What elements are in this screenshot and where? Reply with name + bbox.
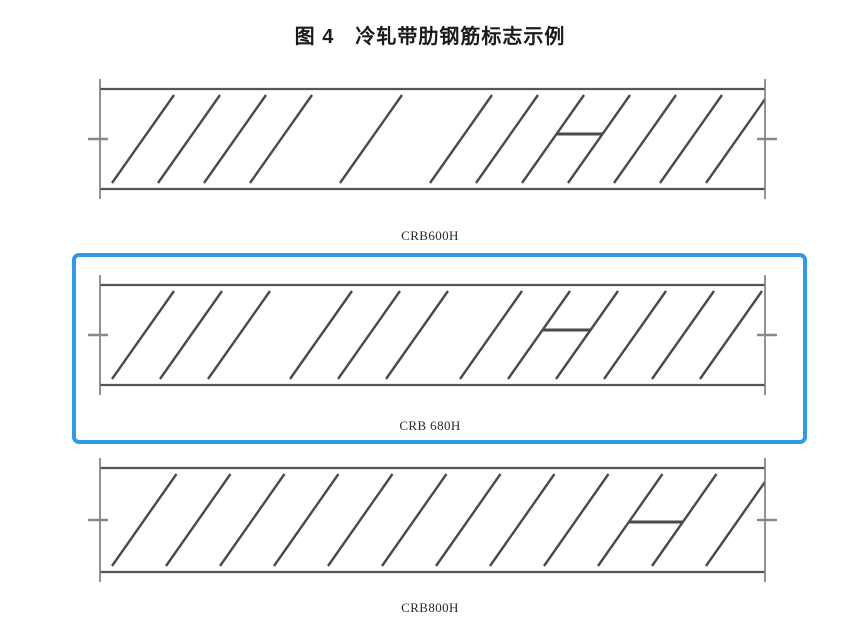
rib-line-1: [111, 94, 175, 184]
rib-group-crb600h: [111, 94, 765, 184]
rib-line-12: [705, 479, 765, 567]
rib-line-8: [489, 473, 556, 567]
rib-group-crb800h: [111, 473, 765, 567]
rib-line-9: [567, 94, 631, 184]
rib-line-7: [459, 290, 523, 380]
rib-line-7: [475, 94, 539, 184]
rib-line-8: [507, 290, 571, 380]
rib-line-11: [659, 94, 723, 184]
rib-line-8: [521, 94, 585, 184]
rib-line-11: [651, 473, 718, 567]
rib-line-4: [249, 94, 313, 184]
rib-line-5: [339, 94, 403, 184]
rib-line-3: [207, 290, 271, 380]
rib-line-1: [111, 473, 178, 567]
rib-line-3: [219, 473, 286, 567]
rib-line-9: [543, 473, 610, 567]
rib-line-2: [165, 473, 232, 567]
specimen-crb600h: CRB600H: [0, 0, 860, 243]
rebar-drawing-1: [88, 79, 777, 199]
specimen-label-crb800h: CRB800H: [401, 600, 459, 615]
rib-line-5: [337, 290, 401, 380]
rebar-drawing-2: [88, 275, 777, 395]
rib-line-3: [203, 94, 267, 184]
rib-line-2: [159, 290, 223, 380]
rib-line-10: [597, 473, 664, 567]
rib-line-12: [699, 290, 763, 380]
rib-line-9: [555, 290, 619, 380]
rib-line-12: [705, 97, 765, 184]
rib-line-10: [613, 94, 677, 184]
specimen-label-crb680h: CRB 680H: [399, 418, 461, 433]
rib-line-2: [157, 94, 221, 184]
rib-line-10: [603, 290, 667, 380]
rib-line-1: [111, 290, 175, 380]
rebar-diagram-crb600h: [0, 0, 860, 210]
rib-line-7: [435, 473, 502, 567]
rib-line-6: [385, 290, 449, 380]
rib-line-6: [381, 473, 448, 567]
rib-line-5: [327, 473, 394, 567]
rib-line-4: [289, 290, 353, 380]
specimen-label-crb600h: CRB600H: [401, 228, 459, 243]
figure-caption: 图 4 冷轧带肋钢筋标志示例: [294, 26, 566, 48]
rib-line-6: [429, 94, 493, 184]
rebar-drawing-3: [88, 458, 777, 582]
rib-group-crb680h: [111, 290, 763, 380]
rib-line-11: [651, 290, 715, 380]
rib-line-4: [273, 473, 340, 567]
